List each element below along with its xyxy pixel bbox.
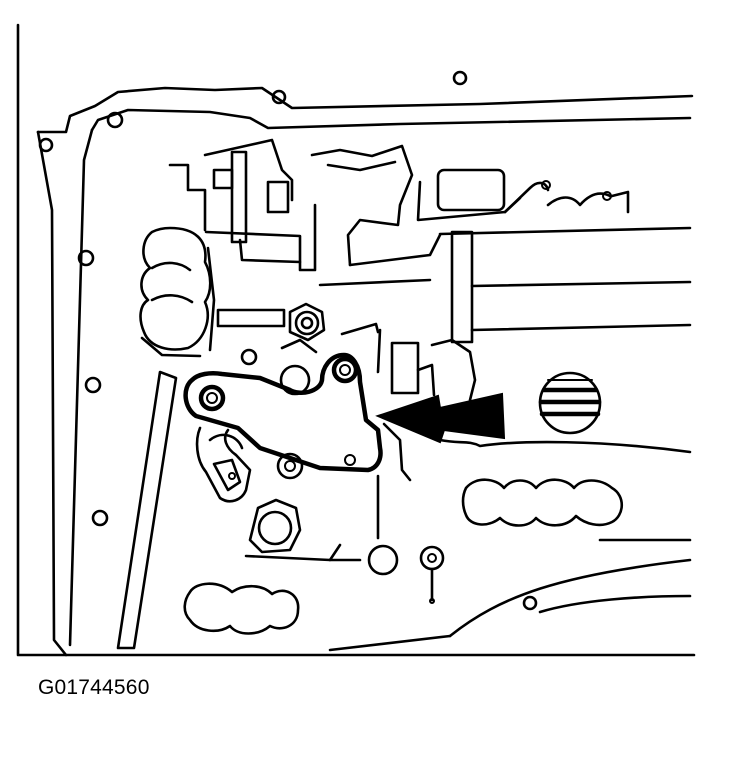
upper-valve-area xyxy=(168,138,692,287)
bolt-head-center xyxy=(240,302,380,366)
bolt-holes xyxy=(38,70,538,611)
manual-rod xyxy=(116,370,178,650)
case-outline xyxy=(16,23,696,657)
detent-lever xyxy=(195,426,304,503)
figure-caption: G01744560 xyxy=(38,676,150,699)
bracket xyxy=(183,338,383,473)
lower-components xyxy=(183,474,692,652)
striped-plug xyxy=(538,371,602,435)
left-stacked-valve xyxy=(139,226,216,358)
arrow-indicator xyxy=(375,392,692,482)
shaft-housing xyxy=(216,230,692,402)
